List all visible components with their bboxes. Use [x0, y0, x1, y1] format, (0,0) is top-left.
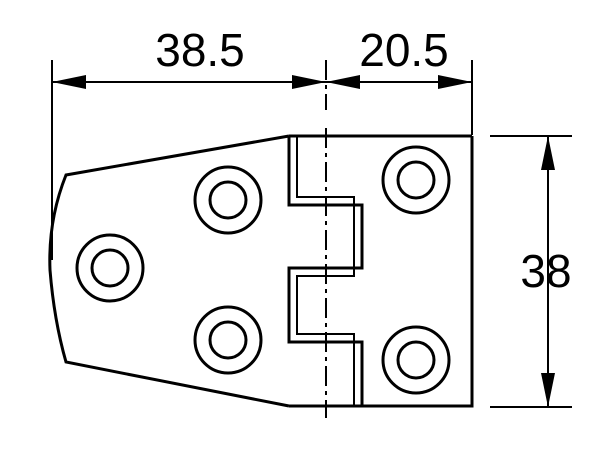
hole-right-leaf-top	[381, 145, 451, 215]
dimension-width-left: 38.5	[51, 24, 326, 260]
hole-left-leaf-middle	[75, 233, 145, 303]
arrowhead-right-start	[326, 75, 360, 89]
hole-left-leaf-top	[193, 165, 263, 235]
arrowhead-left-end	[292, 75, 326, 89]
dimension-height: 38	[490, 135, 572, 408]
dimension-text-width-right: 20.5	[359, 24, 449, 76]
left-leaf-outline	[48, 134, 290, 408]
arrowhead-right-end	[438, 75, 472, 89]
right-leaf-outline	[360, 136, 474, 408]
knuckle	[287, 134, 472, 408]
arrowhead-height-bottom	[541, 373, 555, 407]
dimension-text-height: 38	[520, 245, 571, 297]
dimension-text-width-left: 38.5	[155, 24, 245, 76]
arrowhead-height-top	[541, 136, 555, 170]
arrowhead-left-start	[52, 75, 86, 89]
hole-right-leaf-bottom	[381, 325, 451, 395]
hole-left-leaf-bottom	[193, 305, 263, 375]
dimension-width-right: 20.5	[326, 24, 473, 135]
